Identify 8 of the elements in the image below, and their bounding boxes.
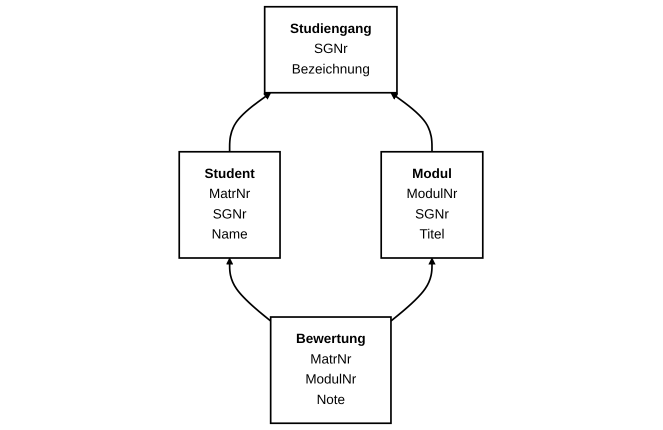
arrow (226, 258, 272, 322)
node-box: Studiengang SGNr Bezeichnung (264, 6, 398, 94)
node-box: Student MatrNr SGNr Name (178, 150, 282, 259)
arrow (390, 258, 436, 322)
node-box: Bewertung MatrNr ModulNr Note (270, 316, 392, 424)
node-box: Modul ModulNr SGNr Titel (380, 150, 484, 259)
arrow (229, 92, 272, 152)
arrow (390, 92, 434, 152)
